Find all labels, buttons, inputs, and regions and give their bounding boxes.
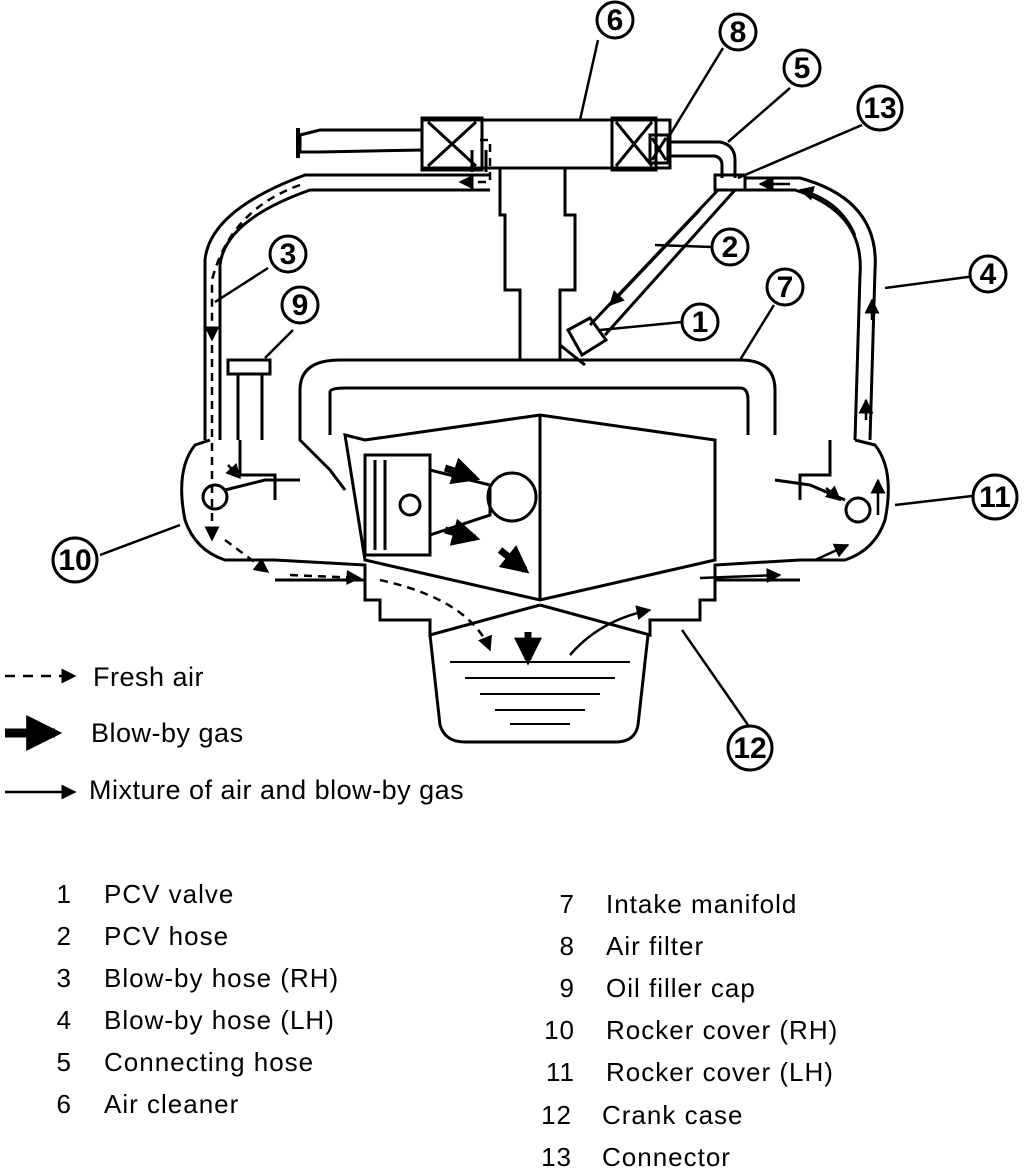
callout-8: 8 bbox=[718, 12, 758, 52]
svg-text:1: 1 bbox=[57, 879, 72, 909]
svg-text:5: 5 bbox=[57, 1047, 72, 1077]
part-12: 12 Crank case bbox=[541, 1100, 744, 1130]
part-3: 3 Blow-by hose (RH) bbox=[57, 963, 339, 993]
svg-text:12: 12 bbox=[541, 1100, 572, 1130]
engine-block bbox=[343, 413, 717, 602]
callout-11: 11 bbox=[971, 473, 1019, 521]
part-10: 10 Rocker cover (RH) bbox=[544, 1015, 838, 1045]
svg-text:Blow-by gas: Blow-by gas bbox=[91, 718, 244, 748]
svg-text:8: 8 bbox=[560, 931, 575, 961]
svg-text:Rocker cover (RH): Rocker cover (RH) bbox=[606, 1015, 838, 1045]
svg-text:2: 2 bbox=[722, 231, 739, 264]
svg-text:Mixture of air and blow-by gas: Mixture of air and blow-by gas bbox=[89, 775, 464, 805]
svg-text:13: 13 bbox=[541, 1142, 572, 1170]
svg-text:Connecting hose: Connecting hose bbox=[104, 1047, 314, 1077]
callout-5: 5 bbox=[782, 48, 822, 88]
callout-12: 12 bbox=[726, 724, 774, 772]
svg-text:Blow-by hose (RH): Blow-by hose (RH) bbox=[104, 963, 339, 993]
rocker-cover-lh-shape bbox=[774, 438, 890, 562]
callout-7: 7 bbox=[765, 267, 805, 307]
part-1: 1 PCV valve bbox=[57, 879, 234, 909]
crank-case-shape bbox=[428, 634, 650, 744]
legend-mixture: Mixture of air and blow-by gas bbox=[5, 775, 464, 805]
svg-text:4: 4 bbox=[57, 1005, 72, 1035]
svg-text:13: 13 bbox=[863, 92, 896, 125]
leader-lines bbox=[99, 39, 976, 726]
svg-text:Oil filler cap: Oil filler cap bbox=[606, 973, 756, 1003]
rocker-cover-rh-shape bbox=[180, 438, 300, 562]
callout-4: 4 bbox=[968, 254, 1008, 294]
svg-text:8: 8 bbox=[730, 16, 747, 49]
connector-shape bbox=[713, 173, 747, 192]
part-8: 8 Air filter bbox=[560, 931, 704, 961]
callout-13: 13 bbox=[856, 84, 904, 132]
svg-text:6: 6 bbox=[57, 1089, 72, 1119]
svg-text:11: 11 bbox=[979, 481, 1011, 514]
svg-text:3: 3 bbox=[57, 963, 72, 993]
connecting-hose bbox=[668, 140, 737, 178]
svg-text:10: 10 bbox=[58, 544, 91, 577]
callout-10: 10 bbox=[51, 536, 99, 584]
part-6: 6 Air cleaner bbox=[57, 1089, 239, 1119]
svg-text:10: 10 bbox=[544, 1015, 575, 1045]
svg-text:Connector: Connector bbox=[602, 1142, 731, 1170]
callout-6: 6 bbox=[595, 0, 635, 40]
svg-text:6: 6 bbox=[607, 4, 624, 37]
svg-text:Crank case: Crank case bbox=[602, 1100, 744, 1130]
engine-drawing bbox=[180, 116, 890, 744]
oil-filler-cap-shape bbox=[226, 358, 272, 440]
svg-text:4: 4 bbox=[980, 258, 997, 291]
callouts: 1 2 3 4 5 6 7 8 bbox=[51, 0, 1019, 772]
svg-text:7: 7 bbox=[560, 889, 575, 919]
svg-text:12: 12 bbox=[733, 732, 766, 765]
callout-3: 3 bbox=[268, 234, 308, 274]
part-11: 11 Rocker cover (LH) bbox=[546, 1057, 834, 1087]
part-9: 9 Oil filler cap bbox=[560, 973, 756, 1003]
part-4: 4 Blow-by hose (LH) bbox=[57, 1005, 335, 1035]
svg-text:Air cleaner: Air cleaner bbox=[104, 1089, 239, 1119]
blow-by-hose-rh bbox=[203, 173, 490, 440]
callout-1: 1 bbox=[680, 302, 720, 342]
svg-text:7: 7 bbox=[777, 271, 794, 304]
part-2: 2 PCV hose bbox=[57, 921, 229, 951]
parts-list: 1 PCV valve 2 PCV hose 3 Blow-by hose (R… bbox=[57, 879, 838, 1170]
svg-text:Fresh air: Fresh air bbox=[93, 662, 204, 692]
part-7: 7 Intake manifold bbox=[560, 889, 797, 919]
svg-text:1: 1 bbox=[692, 306, 709, 339]
svg-text:11: 11 bbox=[546, 1057, 575, 1087]
carburetor bbox=[498, 168, 577, 360]
svg-text:Air filter: Air filter bbox=[606, 931, 704, 961]
blow-by-hose-lh bbox=[745, 176, 877, 441]
legend-fresh-air: Fresh air bbox=[5, 662, 204, 692]
svg-text:PCV valve: PCV valve bbox=[104, 879, 234, 909]
svg-text:5: 5 bbox=[794, 52, 811, 85]
svg-text:2: 2 bbox=[57, 921, 72, 951]
callout-9: 9 bbox=[280, 285, 320, 325]
pcv-valve-shape bbox=[559, 316, 609, 367]
part-5: 5 Connecting hose bbox=[57, 1047, 314, 1077]
svg-text:9: 9 bbox=[292, 289, 309, 322]
air-cleaner bbox=[296, 116, 672, 172]
svg-text:Rocker cover (LH): Rocker cover (LH) bbox=[606, 1057, 834, 1087]
svg-text:Intake manifold: Intake manifold bbox=[606, 889, 797, 919]
flow-arrows bbox=[204, 138, 886, 666]
legend: Fresh air Blow-by gas Mixture of air and… bbox=[5, 662, 464, 805]
part-13: 13 Connector bbox=[541, 1142, 731, 1170]
svg-text:3: 3 bbox=[280, 238, 297, 271]
legend-blow-by-gas: Blow-by gas bbox=[5, 715, 244, 751]
svg-text:PCV hose: PCV hose bbox=[104, 921, 229, 951]
callout-2: 2 bbox=[710, 227, 750, 267]
intake-manifold bbox=[298, 358, 777, 491]
svg-text:Blow-by hose (LH): Blow-by hose (LH) bbox=[104, 1005, 335, 1035]
svg-text:9: 9 bbox=[560, 973, 575, 1003]
